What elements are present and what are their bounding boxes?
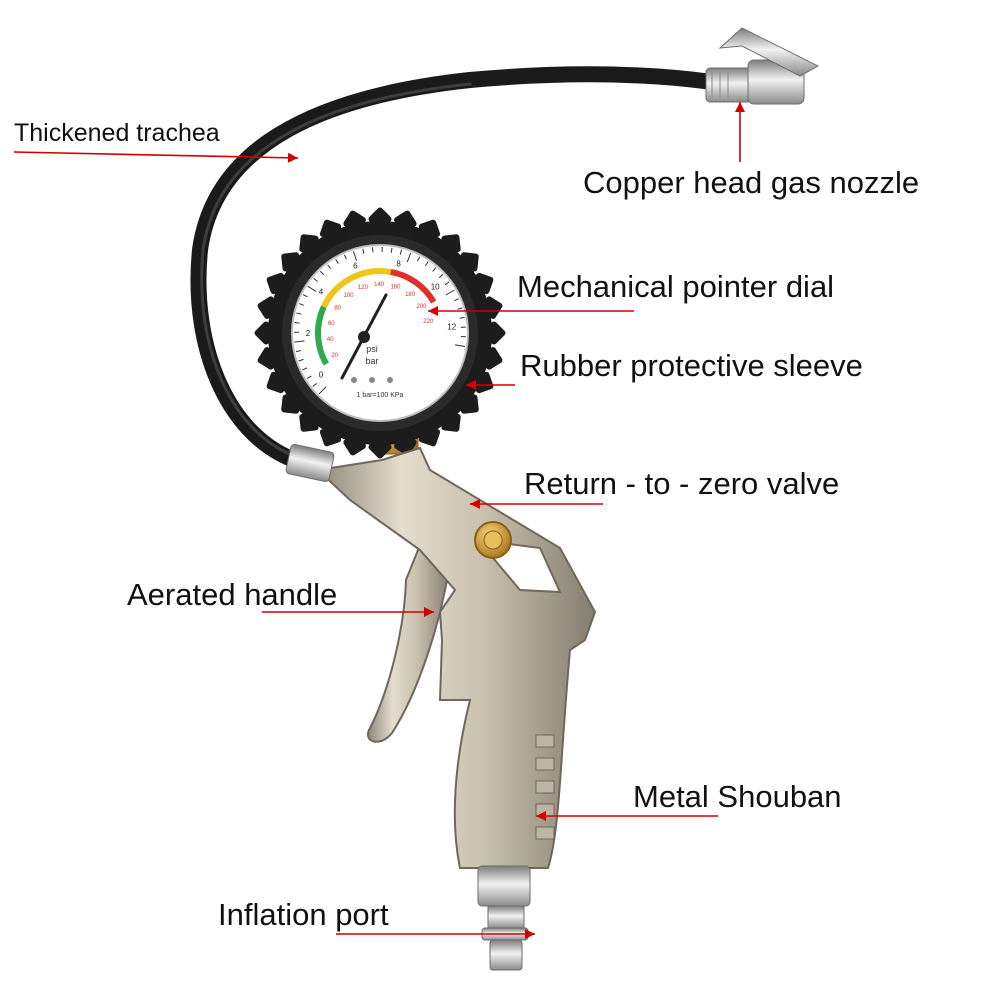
zero-valve-shape bbox=[475, 522, 511, 558]
grip-rib bbox=[536, 758, 554, 770]
hose-coupling bbox=[285, 444, 334, 482]
gauge-psi-tick-label: 160 bbox=[390, 284, 401, 290]
label-copper-head-gas-nozzle: Copper head gas nozzle bbox=[583, 165, 919, 201]
gauge-bar-tick-label: 2 bbox=[306, 329, 311, 338]
label-return-to-zero-valve: Return - to - zero valve bbox=[524, 466, 839, 502]
label-mechanical-pointer-dial: Mechanical pointer dial bbox=[517, 269, 834, 305]
gauge-psi-tick-label: 180 bbox=[405, 292, 416, 298]
gauge-psi-tick-label: 40 bbox=[327, 337, 334, 343]
gauge-bar-tick-label: 6 bbox=[353, 261, 358, 270]
copper-head-nozzle-shape bbox=[706, 28, 818, 104]
gauge-psi-tick-label: 60 bbox=[328, 321, 335, 327]
gauge-bar-tick-label: 10 bbox=[431, 283, 440, 292]
gauge-psi-tick-label: 220 bbox=[423, 319, 434, 325]
grip-rib bbox=[536, 735, 554, 747]
label-inflation-port: Inflation port bbox=[218, 897, 389, 933]
gauge-psi-tick-label: 140 bbox=[374, 282, 385, 288]
gauge-psi-tick-label: 120 bbox=[358, 285, 369, 291]
gauge-unit-bar: bar bbox=[365, 356, 378, 366]
grip-rib bbox=[536, 781, 554, 793]
label-rubber-protective-sleeve: Rubber protective sleeve bbox=[520, 348, 863, 384]
grip-rib bbox=[536, 827, 554, 839]
gauge-footer: 1 bar=100 KPa bbox=[357, 392, 404, 399]
gauge-psi-tick-label: 20 bbox=[331, 353, 338, 359]
label-metal-shouban: Metal Shouban bbox=[633, 779, 842, 815]
gauge-psi-tick-label: 80 bbox=[334, 306, 341, 312]
trigger-lever bbox=[368, 542, 450, 742]
gauge-tick bbox=[295, 323, 300, 324]
gauge-bar-tick-label: 12 bbox=[447, 323, 456, 332]
gauge-unit-psi: psi bbox=[366, 344, 378, 354]
gauge-bar-tick-label: 0 bbox=[319, 370, 324, 379]
label-aerated-handle: Aerated handle bbox=[127, 577, 337, 613]
leader-nozzle bbox=[735, 102, 745, 162]
gauge-tick bbox=[391, 248, 392, 253]
gauge-psi-tick-label: 100 bbox=[344, 293, 355, 299]
label-thickened-trachea: Thickened trachea bbox=[14, 119, 220, 148]
gauge-bar-tick-label: 8 bbox=[396, 259, 401, 268]
gauge-bar-tick-label: 4 bbox=[319, 288, 324, 297]
inflation-port-shape bbox=[478, 866, 530, 970]
gauge-psi-tick-label: 200 bbox=[416, 304, 427, 310]
